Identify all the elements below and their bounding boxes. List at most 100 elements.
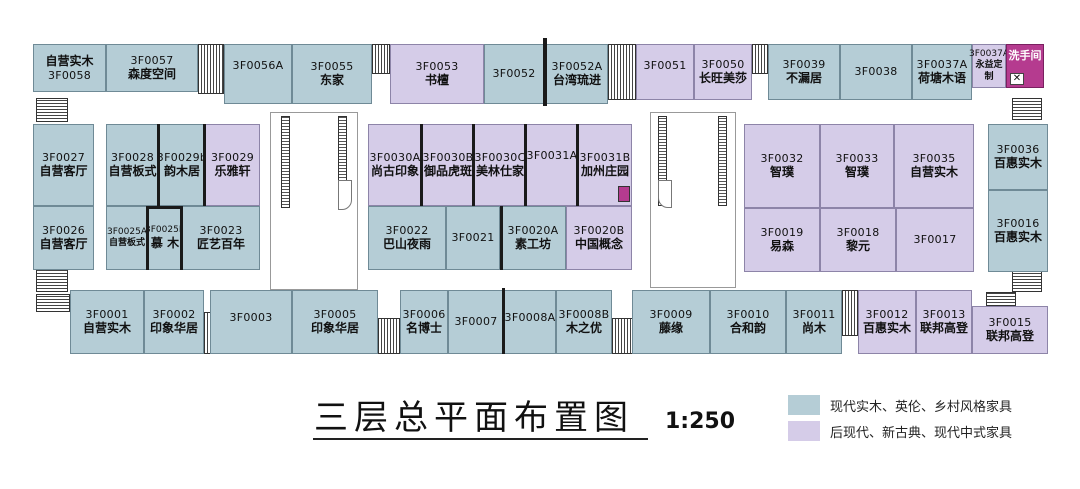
store-unit[interactable]: 3F0039 不漏居 [768,44,840,100]
unit-name: 东家 [319,73,344,88]
store-unit[interactable]: 3F0029 乐雅轩 [205,124,260,206]
unit-code: 3F0037A [969,49,1009,60]
store-unit[interactable]: 3F0030C 美林仕家 [474,124,526,206]
unit-code: 3F0001 [85,307,129,321]
store-unit[interactable]: 3F0025A 自营板式 [106,206,148,270]
store-unit[interactable]: 3F0007 [448,290,504,354]
unit-code: 3F0038 [854,65,898,79]
store-unit[interactable]: 3F0012 百惠实木 [858,290,916,354]
staircase [36,294,70,312]
store-unit[interactable]: 3F0037A 永益定制 [969,44,1009,88]
store-unit[interactable]: 3F0025B 慕 木 [145,206,185,270]
store-unit[interactable]: 3F0055 东家 [292,44,372,104]
unit-name: 木之优 [565,321,602,336]
store-unit[interactable]: 3F0005 印象华居 [292,290,378,354]
unit-code: 3F0029b [156,150,208,164]
store-unit[interactable]: 3F0037A 荷塘木语 [912,44,972,100]
unit-name: 自营板式 [108,164,157,179]
legend-label: 现代实木、英伦、乡村风格家具 [830,399,1013,415]
unit-code: 3F0022 [385,223,429,237]
store-unit[interactable]: 3F0008B 木之优 [556,290,612,354]
unit-code: 3F0019 [760,225,804,239]
store-unit[interactable]: 3F0030A 尚古印象 [368,124,422,206]
store-unit[interactable]: 3F0019 易森 [744,208,820,272]
unit-code: 3F0008B [558,307,610,321]
store-unit[interactable]: 3F0023 匠艺百年 [182,206,260,270]
store-unit[interactable]: 3F0053 书檀 [390,44,484,104]
store-unit[interactable]: 3F0052A 台湾琉进 [546,44,608,104]
store-unit[interactable]: 3F0057 森度空间 [106,44,198,92]
store-unit[interactable]: 3F0056A [224,44,292,104]
store-unit[interactable]: 3F0003 [210,290,292,354]
unit-code: 3F0008A [504,311,556,324]
staircase [612,318,634,354]
store-unit[interactable]: 3F0038 [840,44,912,100]
store-unit[interactable]: 3F0035 自营实木 [894,124,974,208]
unit-code: 3F0050 [701,57,745,71]
store-unit[interactable]: 3F0006 名博士 [400,290,448,354]
door-arc [338,180,352,210]
store-unit[interactable]: 3F0020B 中国概念 [566,206,632,270]
unit-code: 3F0011 [792,307,836,321]
store-unit[interactable]: 3F0017 [896,208,974,272]
unit-name: 永益定制 [975,60,1003,82]
unit-code: 3F0028 [110,150,155,164]
store-unit[interactable]: 3F0036 百惠实木 [988,124,1048,190]
store-unit[interactable]: 3F0021 [446,206,500,270]
store-unit[interactable]: 3F0001 自营实木 [70,290,144,354]
store-unit[interactable]: 3F0009 藤缘 [632,290,710,354]
scale-label: 1:250 [665,409,736,434]
staircase [372,44,390,74]
store-unit[interactable]: 3F0051 [636,44,694,100]
wall [180,206,183,270]
unit-code: 3F0032 [760,151,804,165]
store-unit[interactable]: 3F0016 百惠实木 [988,190,1048,272]
unit-code: 3F0030C [474,150,526,164]
unit-name: 御品虎斑 [423,164,472,179]
unit-name: 自营实木 [82,321,131,336]
store-unit[interactable]: 自营实木 3F0058 [33,44,106,92]
unit-code: 3F0025A [107,226,147,237]
store-unit[interactable]: 3F0029b 韵木居 [156,124,208,206]
unit-name: 素工坊 [514,237,551,252]
store-unit[interactable]: 3F0033 智璞 [820,124,894,208]
unit-code: 3F0020A [507,223,559,237]
unit-name: 荷塘木语 [917,71,966,86]
store-unit[interactable]: 3F0052 [484,44,544,104]
store-unit[interactable]: 3F0013 联邦高登 [916,290,972,354]
wall [524,124,527,206]
unit-name: 中国概念 [574,237,623,252]
store-unit[interactable]: 3F0020A 素工坊 [500,206,566,270]
door-arc [658,180,672,208]
store-unit[interactable]: 3F0027 自营客厅 [33,124,94,206]
unit-code: 3F0058 [47,68,92,82]
store-unit[interactable]: 3F0015 联邦高登 [972,306,1048,354]
store-unit[interactable]: 3F0010 合和韵 [710,290,786,354]
store-unit[interactable]: 3F0002 印象华居 [144,290,204,354]
unit-code: 3F0051 [643,59,687,72]
store-unit[interactable]: 3F0032 智璞 [744,124,820,208]
unit-name: 印象华居 [149,321,198,336]
unit-code: 3F0017 [913,233,957,247]
store-unit[interactable]: 3F0030B 御品虎斑 [422,124,474,206]
unit-name: 加州庄园 [580,164,629,179]
unit-name: 合和韵 [729,321,766,336]
store-unit[interactable]: 3F0022 巴山夜雨 [368,206,446,270]
unit-code: 3F0035 [912,151,956,165]
wall [543,38,547,106]
restroom-label: 洗手间 [1008,49,1042,62]
store-unit[interactable]: 3F0031A [526,124,578,206]
unit-code: 3F0016 [996,216,1040,230]
store-unit[interactable]: 3F0008A [504,290,556,354]
unit-name: 百惠实木 [862,321,911,336]
staircase [986,292,1016,306]
store-unit[interactable]: 3F0050 长旺美莎 [694,44,752,100]
unit-code: 3F0007 [454,315,498,329]
escalator [281,116,290,208]
store-unit[interactable]: 3F0028 自营板式 [106,124,159,206]
store-unit[interactable]: 3F0018 黎元 [820,208,896,272]
store-unit[interactable]: 3F0011 尚木 [786,290,842,354]
unit-name: 藤缘 [658,321,683,336]
store-unit[interactable]: 3F0026 自营客厅 [33,206,94,270]
